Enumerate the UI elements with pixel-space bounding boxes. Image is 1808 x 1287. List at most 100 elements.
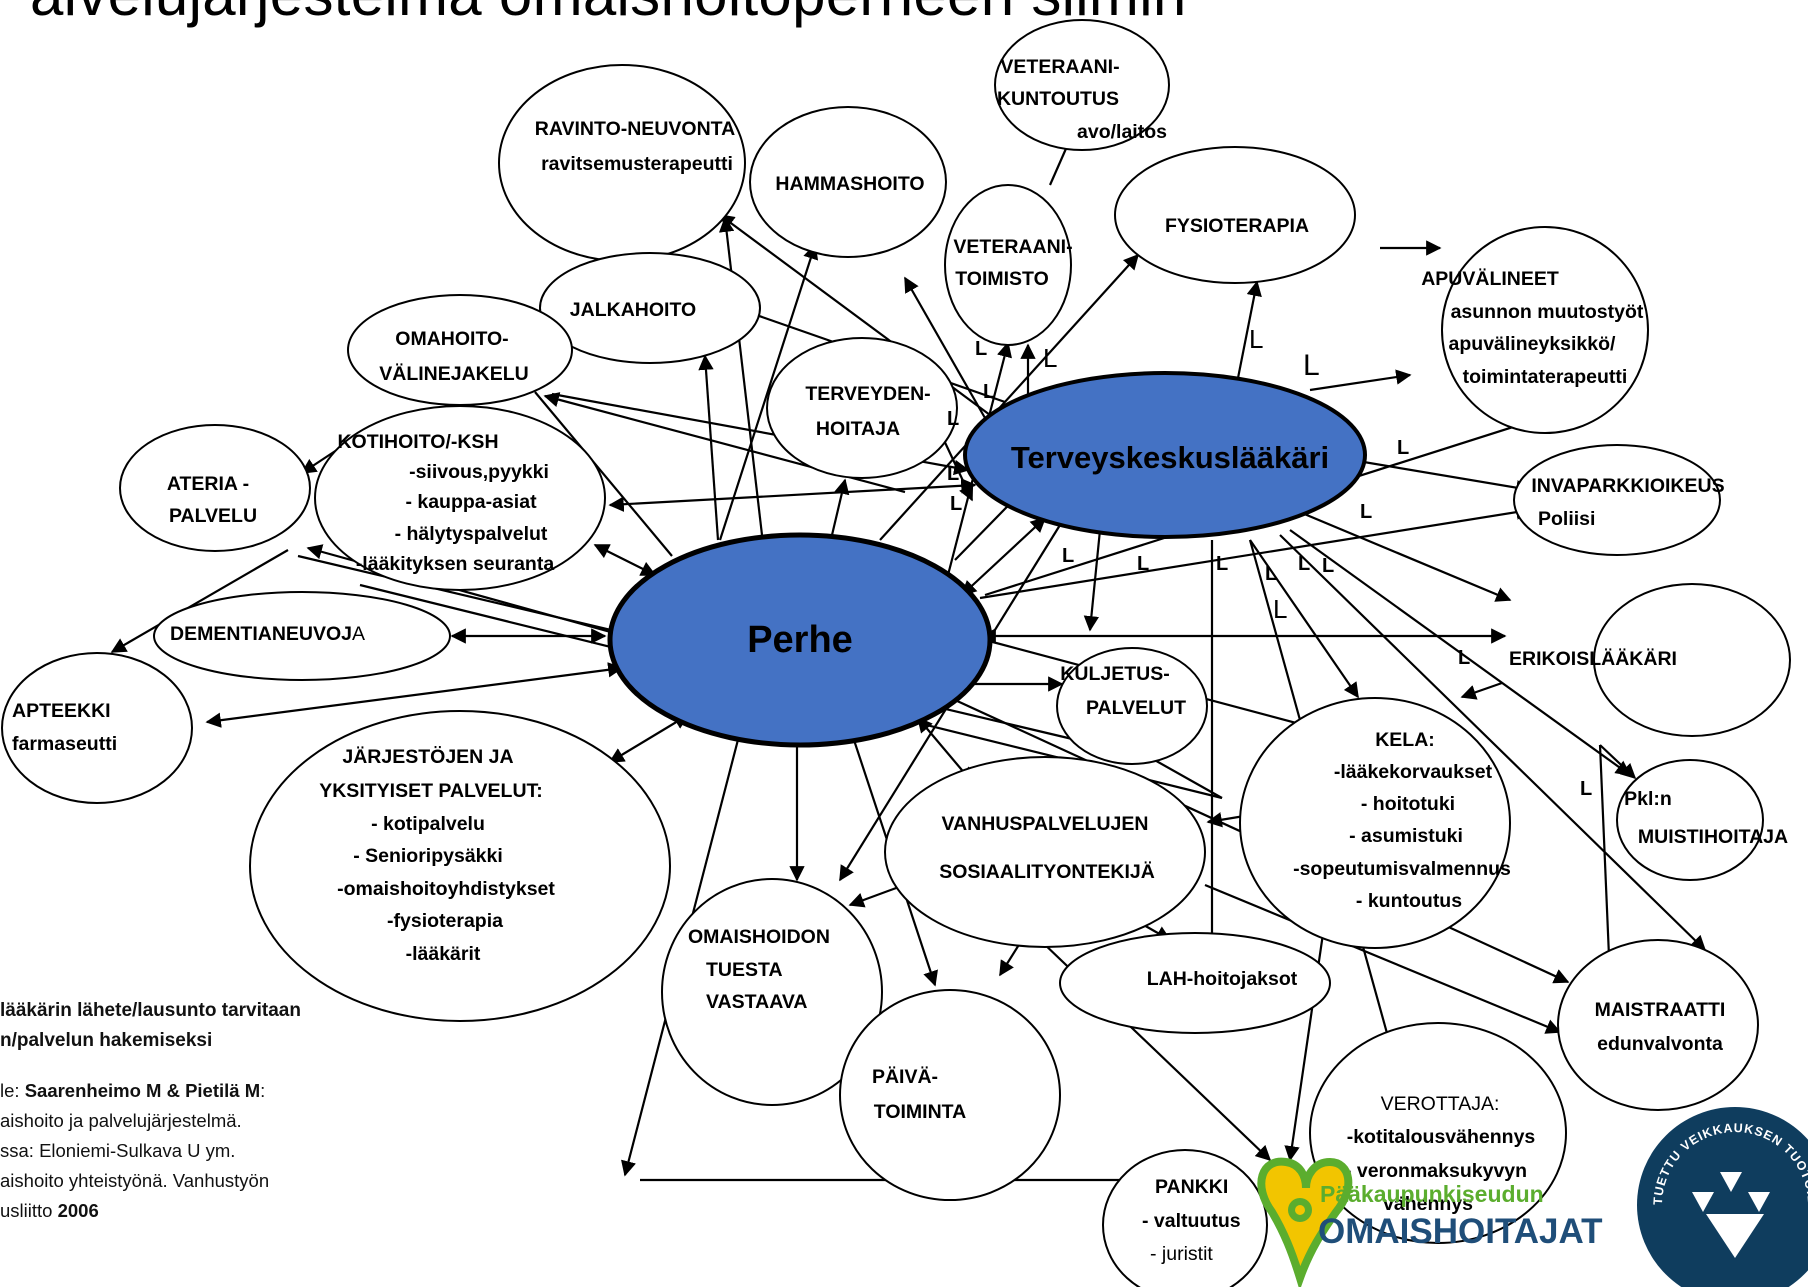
maistraatti-label-2: edunvalvonta: [1597, 1033, 1723, 1055]
node-paivatoiminta: [839, 989, 1061, 1201]
node-veteraanikuntoutus: [994, 19, 1170, 151]
l-marker: L: [1249, 324, 1263, 354]
kotihoito-label-5: -lääkityksen seuranta: [356, 553, 555, 575]
jarjestot-label-7: -lääkärit: [406, 943, 481, 965]
kela-label-4: - asumistuki: [1349, 825, 1463, 847]
veikkaus-emblem-icon: [1692, 1172, 1770, 1258]
arrow-perhe-apteekki: [205, 662, 624, 728]
erikoislaakari-label: ERIKOISLÄÄKÄRI: [1509, 647, 1677, 670]
node-maistraatti: [1557, 939, 1759, 1111]
node-ateria: [119, 424, 311, 552]
lah-label: LAH-hoitojaksot: [1147, 968, 1298, 990]
l-marker: L: [947, 463, 959, 485]
ateria-label-2: PALVELU: [169, 505, 257, 527]
arrow-erikoislaakari-pkl2: [1599, 744, 1637, 780]
node-perhe: [607, 532, 993, 748]
terveydenhoitaja-label-1: TERVEYDEN-: [805, 383, 930, 405]
kotihoito-label-4: - hälytyspalvelut: [395, 523, 548, 545]
service-nodes: [1, 19, 1791, 1287]
kela-label-2: -lääkekorvaukset: [1334, 761, 1493, 783]
apteekki-label-2: farmaseutti: [12, 733, 117, 755]
source-line-5: usliitto 2006: [0, 1200, 99, 1221]
paivatoiminta-label-2: TOIMINTA: [874, 1101, 966, 1123]
kotihoito-label-2: -siivous,pyykki: [409, 461, 549, 483]
jarjestot-label-3: - kotipalvelu: [371, 813, 485, 835]
l-marker: L: [1273, 594, 1287, 624]
node-verottaja: [1309, 1022, 1567, 1244]
node-apteekki: [1, 652, 193, 804]
node-hammashoito: [749, 106, 947, 258]
node-kotihoito: [314, 405, 606, 591]
node-pankki: [1102, 1149, 1268, 1287]
l-marker: L: [1265, 563, 1277, 585]
veteraanikuntoutus-label-1: VETERAANI-: [1000, 56, 1119, 78]
paivatoiminta-label-1: PÄIVÄ-: [872, 1065, 938, 1088]
node-erikoislaakari: [1593, 583, 1791, 737]
omaishoidon-label-1: OMAISHOIDON: [688, 926, 830, 948]
kela-label-1: KELA:: [1375, 729, 1435, 751]
omaishoitajat-top: Pääkaupunkiseudun: [1320, 1181, 1544, 1207]
apuvalineet-label-4: toimintaterapeutti: [1463, 366, 1628, 388]
omaishoidon-label-2: TUESTA: [706, 959, 783, 981]
kela-label-5: -sopeutumisvalmennus: [1293, 858, 1511, 880]
l-marker: L: [1062, 545, 1074, 567]
node-terveyskeskuslaakari: [963, 371, 1367, 539]
arrow-perhe-terveyskeskus: [960, 516, 1047, 597]
node-vanhuspalvelut: [884, 756, 1206, 948]
node-pkl: [1616, 759, 1764, 881]
l-marker: L: [975, 338, 987, 360]
omaishoitajat-logo: Pääkaupunkiseudun OMAISHOITAJAT: [1257, 1157, 1603, 1287]
dementianeuvoja-label: DEMENTIANEUVOJA: [170, 623, 365, 645]
node-invapaikka: [1513, 444, 1721, 556]
node-omaishoidon: [661, 878, 883, 1106]
l-marker: L: [1322, 555, 1334, 577]
node-omahoito: [347, 294, 573, 406]
node-kuljetus: [1056, 647, 1208, 765]
omaishoidon-label-3: VASTAAVA: [706, 991, 807, 1013]
pkl-label-1: Pkl:n: [1624, 788, 1672, 810]
veteraanitoimisto-label-1: VETERAANI-: [953, 236, 1072, 258]
jarjestot-label-2: YKSITYISET PALVELUT:: [319, 780, 543, 802]
l-marker: L: [1137, 553, 1149, 575]
pankki-label-3: - juristit: [1150, 1243, 1213, 1265]
jarjestot-label-6: -fysioterapia: [387, 910, 503, 932]
l-marker: L: [983, 381, 995, 403]
node-apuvalineet: [1441, 226, 1649, 434]
l-marker: L: [1580, 778, 1592, 800]
source-line-3: ssa: Eloniemi-Sulkava U ym.: [0, 1140, 236, 1161]
l-marker: L: [1360, 501, 1372, 523]
arrow-perhe-ravinto: [718, 216, 764, 536]
kuljetus-label-2: PALVELUT: [1086, 697, 1186, 719]
legend-line-1: lääkärin lähete/lausunto tarvitaan: [0, 1000, 301, 1021]
arrow-tk-maistraatti: [1279, 534, 1707, 952]
arrow-tk-kela: [1249, 539, 1359, 699]
arrow-perhe-omahoito: [534, 391, 673, 557]
page-title: alvelujärjestelmä omaishoitoperheen silm…: [30, 0, 1187, 30]
invapaikka-label-2: Poliisi: [1538, 508, 1595, 530]
arrow-tk-hammashoito: [904, 276, 986, 419]
node-jarjestot: [249, 710, 671, 1022]
l-marker: L: [950, 493, 962, 515]
veteraanikuntoutus-label-3: avo/laitos: [1077, 121, 1167, 143]
terveyskeskuslaakari-label: Terveyskeskuslääkäri: [1011, 440, 1329, 475]
legend-line-2: n/palvelun hakemiseksi: [0, 1030, 213, 1051]
pankki-label-2: - valtuutus: [1142, 1210, 1241, 1232]
node-dementianeuvoja: [153, 591, 451, 681]
kela-label-3: - hoitotuki: [1361, 793, 1455, 815]
kotihoito-label-1: KOTIHOITO/-KSH: [337, 431, 498, 453]
source-citation: le: Saarenheimo M & Pietilä M: aishoito …: [0, 1076, 400, 1226]
apuvalineet-label-1: APUVÄLINEET: [1421, 267, 1559, 290]
verottaja-label-4: vähennys: [1383, 1193, 1473, 1215]
apuvalineet-label-3: apuvälineyksikkö/: [1449, 333, 1617, 355]
ateria-label-1: ATERIA -: [167, 473, 249, 495]
arrow-tk-kotihoito: [608, 478, 977, 512]
source-line-1: le: Saarenheimo M & Pietilä M:: [0, 1080, 266, 1101]
arrow-perhe-jarjestot: [608, 714, 690, 763]
arrow-tk-apuvalineet: [1309, 369, 1412, 392]
ravinto-label-1: RAVINTO-NEUVONTA: [535, 118, 735, 140]
veteraanikuntoutus-label-2: KUNTOUTUS: [997, 88, 1119, 110]
omaishoitajat-bottom: OMAISHOITAJAT: [1318, 1212, 1603, 1251]
omahoito-label-2: VÄLINEJAKELU: [379, 362, 529, 385]
node-kela: [1239, 697, 1511, 949]
arrow-perhe-kotihoito: [593, 544, 657, 576]
